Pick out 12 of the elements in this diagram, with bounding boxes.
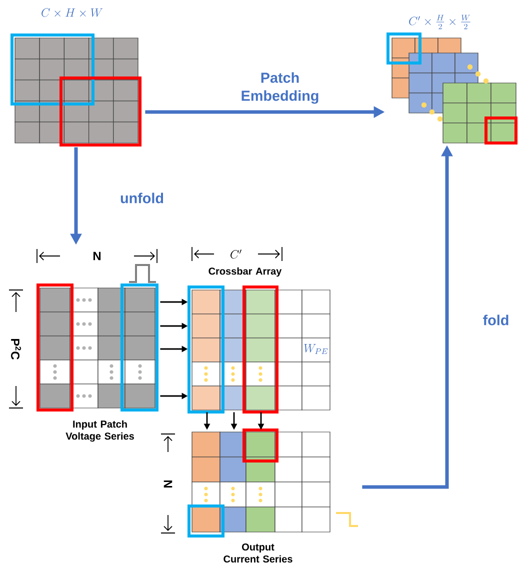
heading: Crossbar Array [208,267,282,277]
dimension-label: $\mathbf{N}$ [164,480,172,488]
edge-label: fold [483,314,508,326]
node-label: Output Current Series [224,543,292,563]
dimension-label: $\mathbf{P^{2}C}$ [10,339,22,360]
dimension-formula: $C\times H\times W$ [42,8,103,17]
dimension-label: $\mathbf{N}$ [93,252,101,260]
edge-label: unfold [120,192,164,204]
weight-symbol: $W_{PE}$ [304,344,328,354]
edge-label: Patch Embedding [242,72,318,104]
dimension-formula: $C'\times\frac{H}{2}\times\frac{W}{2}$ [409,14,470,30]
node-label: Input Patch Voltage Series [66,420,134,442]
